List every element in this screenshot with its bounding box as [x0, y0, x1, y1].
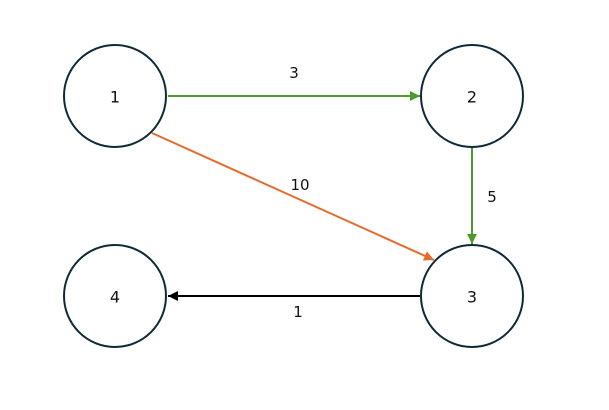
edge-1-to-2: 3	[168, 64, 420, 101]
node-3: 3	[420, 244, 524, 348]
node-1-circle	[63, 44, 167, 148]
edge-3-to-4: 1	[168, 291, 420, 321]
edge-1-to-3-line	[151, 132, 435, 261]
node-4-label: 4	[110, 288, 120, 307]
edge-1-to-2-weight: 3	[289, 64, 299, 82]
node-2-circle	[420, 44, 524, 148]
edge-2-to-3: 5	[467, 148, 497, 244]
node-2: 2	[420, 44, 524, 148]
node-3-circle	[420, 244, 524, 348]
edge-1-to-3-weight: 10	[290, 176, 309, 194]
node-4: 4	[63, 244, 167, 348]
node-3-label: 3	[467, 288, 477, 307]
node-1: 1	[63, 44, 167, 148]
edge-3-to-4-weight: 1	[293, 303, 303, 321]
edge-1-to-3: 10	[151, 132, 435, 261]
node-2-label: 2	[467, 88, 477, 107]
node-4-circle	[63, 244, 167, 348]
node-1-label: 1	[110, 88, 120, 107]
edge-2-to-3-weight: 5	[487, 188, 497, 206]
